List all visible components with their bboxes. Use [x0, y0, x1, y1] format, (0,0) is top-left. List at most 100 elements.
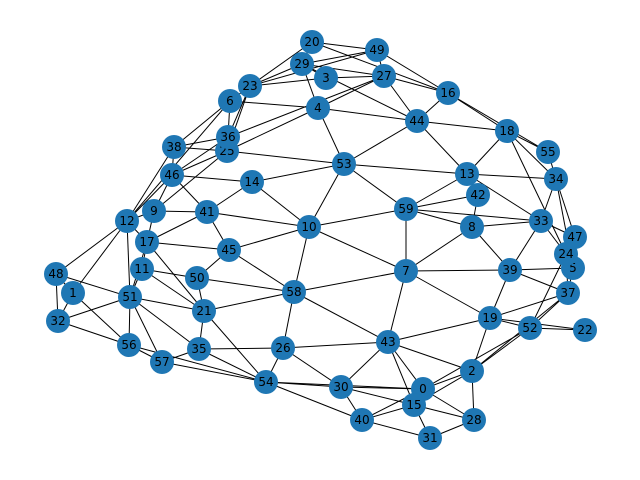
node-7: 7 — [394, 259, 418, 283]
node-circle — [372, 64, 396, 88]
node-circle — [162, 135, 186, 159]
node-circle — [536, 140, 560, 164]
node-label: 29 — [294, 57, 309, 71]
node-label: 9 — [150, 204, 158, 218]
node-35: 35 — [187, 337, 211, 361]
node-circle — [460, 215, 484, 239]
node-51: 51 — [118, 285, 142, 309]
node-46: 46 — [160, 163, 184, 187]
node-circle — [130, 257, 154, 281]
node-circle — [418, 426, 442, 450]
edge-51-21 — [129, 296, 205, 312]
node-label: 44 — [409, 114, 424, 128]
node-circle — [150, 350, 174, 374]
node-circle — [61, 281, 85, 305]
edge-37-19 — [489, 292, 569, 319]
edge-7-43 — [387, 270, 407, 343]
edge-54-40 — [265, 381, 363, 421]
node-circle — [117, 333, 141, 357]
node-52: 52 — [518, 316, 542, 340]
node-17: 17 — [135, 230, 159, 254]
node-label: 13 — [459, 167, 474, 181]
node-circle — [216, 125, 240, 149]
node-circle — [195, 200, 219, 224]
node-label: 57 — [154, 355, 169, 369]
edge-59-33 — [405, 208, 542, 222]
node-label: 10 — [301, 220, 316, 234]
node-circle — [240, 170, 264, 194]
node-label: 43 — [380, 335, 395, 349]
node-circle — [46, 309, 70, 333]
node-label: 58 — [286, 285, 301, 299]
node-4: 4 — [306, 96, 330, 120]
node-circle — [332, 152, 356, 176]
edge-3-23 — [249, 77, 327, 87]
node-58: 58 — [282, 280, 306, 304]
node-label: 5 — [569, 261, 577, 275]
node-circle — [217, 238, 241, 262]
node-circle — [218, 89, 242, 113]
edge-46-14 — [171, 174, 253, 183]
edge-45-58 — [228, 249, 295, 293]
node-11: 11 — [130, 257, 154, 281]
node-label: 41 — [199, 205, 214, 219]
node-label: 34 — [548, 172, 563, 186]
node-39: 39 — [498, 258, 522, 282]
edge-26-35 — [198, 347, 284, 350]
node-circle — [254, 370, 278, 394]
node-circle — [290, 52, 314, 76]
node-20: 20 — [300, 30, 324, 54]
node-label: 36 — [220, 130, 235, 144]
node-circle — [282, 280, 306, 304]
node-label: 47 — [567, 230, 582, 244]
node-label: 0 — [419, 382, 427, 396]
edge-48-51 — [55, 273, 131, 298]
edge-21-54 — [203, 310, 267, 383]
node-circle — [405, 109, 429, 133]
node-48: 48 — [44, 262, 68, 286]
node-label: 6 — [226, 94, 234, 108]
node-29: 29 — [290, 52, 314, 76]
node-32: 32 — [46, 309, 70, 333]
edge-7-19 — [405, 270, 491, 319]
node-circle — [394, 259, 418, 283]
node-circle — [436, 81, 460, 105]
edge-44-18 — [416, 120, 508, 132]
node-label: 31 — [422, 431, 437, 445]
edge-58-43 — [293, 291, 389, 343]
node-circle — [495, 119, 519, 143]
edge-10-59 — [308, 208, 407, 228]
edge-42-59 — [405, 194, 479, 210]
node-circle — [394, 197, 418, 221]
node-40: 40 — [350, 408, 374, 432]
node-circle — [563, 225, 587, 249]
edge-38-12 — [126, 146, 175, 222]
edge-24-52 — [529, 253, 567, 329]
edge-44-53 — [343, 120, 418, 165]
edge-53-13 — [343, 163, 468, 175]
edge-35-54 — [198, 348, 267, 383]
edge-12-51 — [126, 220, 131, 298]
node-30: 30 — [329, 375, 353, 399]
node-47: 47 — [563, 225, 587, 249]
node-circle — [365, 38, 389, 62]
edge-51-32 — [57, 296, 131, 322]
node-label: 4 — [314, 101, 322, 115]
node-label: 23 — [242, 79, 257, 93]
node-3: 3 — [314, 66, 338, 90]
edge-16-55 — [447, 92, 549, 153]
edge-57-54 — [161, 361, 267, 383]
node-circle — [466, 183, 490, 207]
node-circle — [192, 299, 216, 323]
node-label: 24 — [558, 247, 573, 261]
node-49: 49 — [365, 38, 389, 62]
node-circle — [498, 258, 522, 282]
node-label: 26 — [275, 341, 290, 355]
edge-51-35 — [129, 296, 200, 350]
node-label: 52 — [522, 321, 537, 335]
node-9: 9 — [142, 199, 166, 223]
node-circle — [556, 281, 580, 305]
edge-49-29 — [301, 49, 378, 65]
node-8: 8 — [460, 215, 484, 239]
edge-41-10 — [206, 211, 310, 228]
